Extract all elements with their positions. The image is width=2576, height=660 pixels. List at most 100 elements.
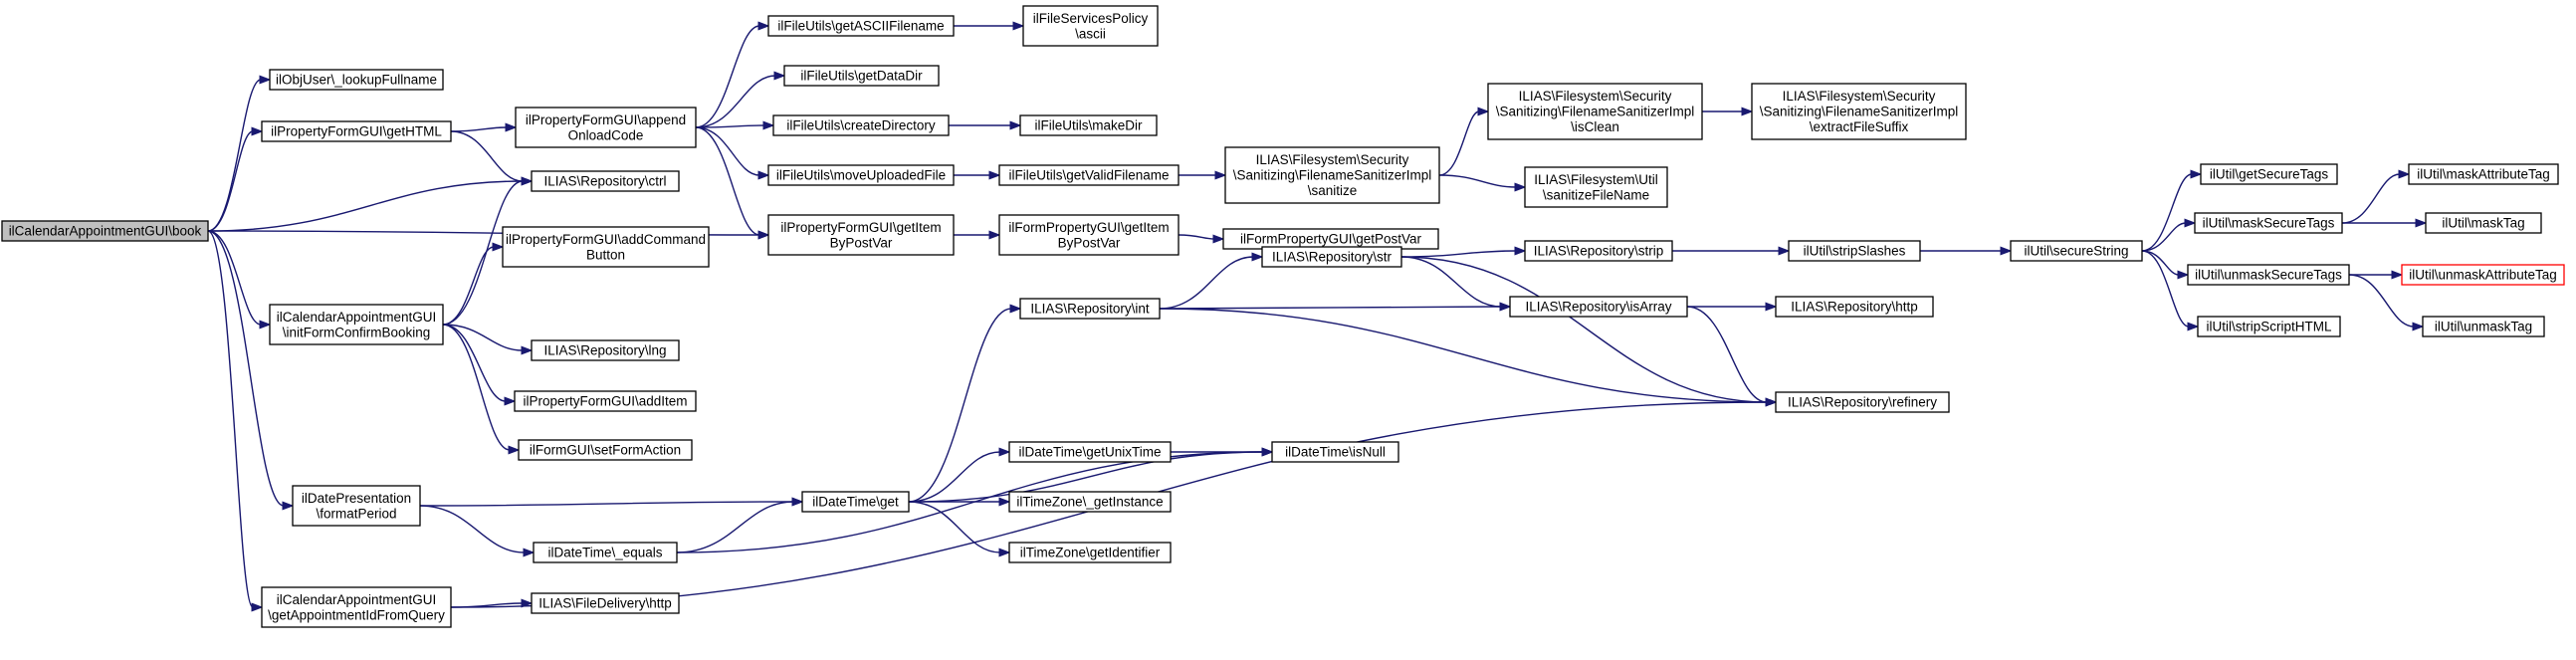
edge-line bbox=[442, 324, 507, 402]
node-ctrl[interactable]: ILIAS\Repository\ctrl bbox=[531, 170, 680, 192]
edge-secureString-to-getSecureTags bbox=[2141, 169, 2203, 252]
node-box bbox=[2425, 212, 2542, 234]
node-getSecureTags[interactable]: ilUtil\getSecureTags bbox=[2200, 163, 2338, 185]
node-getValidFilename[interactable]: ilFileUtils\getValidFilename bbox=[998, 164, 1180, 186]
edge-isArray-to-refinery bbox=[1686, 306, 1778, 407]
node-getPostVar[interactable]: ilFormPropertyGUI\getPostVar bbox=[1222, 228, 1439, 250]
node-getDataDir[interactable]: ilFileUtils\getDataDir bbox=[783, 65, 940, 87]
node-addItem[interactable]: ilPropertyFormGUI\addItem bbox=[514, 390, 697, 412]
node-dtEquals[interactable]: ilDateTime\_equals bbox=[533, 542, 678, 563]
node-repoStr[interactable]: ILIAS\Repository\str bbox=[1261, 246, 1402, 268]
node-maskAttributeTag[interactable]: ilUtil\maskAttributeTag bbox=[2408, 163, 2559, 185]
node-dtGet[interactable]: ilDateTime\get bbox=[801, 491, 910, 513]
node-label: ilDateTime\isNull bbox=[1285, 445, 1386, 460]
node-secureString[interactable]: ilUtil\secureString bbox=[2010, 240, 2143, 262]
node-label: ilFileServicesPolicy bbox=[1033, 11, 1149, 26]
node-lookupFullname[interactable]: ilObjUser\_lookupFullname bbox=[269, 69, 444, 91]
edge-arrowhead bbox=[757, 170, 770, 180]
node-isNull[interactable]: ilDateTime\isNull bbox=[1271, 441, 1399, 463]
nodes-layer: ilCalendarAppointmentGUI\book ilObjUser\_… bbox=[1, 5, 2565, 628]
edge-line bbox=[207, 230, 285, 507]
edge-appendOnload-to-getASCII bbox=[695, 21, 770, 128]
node-repoInt[interactable]: ILIAS\Repository\int bbox=[1019, 298, 1161, 320]
node-refinery[interactable]: ILIAS\Repository\refinery bbox=[1775, 391, 1950, 413]
node-formatPeriod[interactable]: ilDatePresentation\formatPeriod bbox=[292, 485, 421, 527]
node-lng[interactable]: ILIAS\Repository\lng bbox=[531, 339, 680, 361]
node-tzGetIdentifier[interactable]: ilTimeZone\getIdentifier bbox=[1008, 542, 1172, 563]
node-repoHttp[interactable]: ILIAS\Repository\http bbox=[1775, 296, 1934, 318]
node-isClean[interactable]: ILIAS\Filesystem\Security\Sanitizing\Fil… bbox=[1487, 83, 1703, 140]
node-maskTag[interactable]: ilUtil\maskTag bbox=[2425, 212, 2542, 234]
edge-appendOnload-to-getDataDir bbox=[695, 71, 786, 128]
node-isArray[interactable]: ILIAS\Repository\isArray bbox=[1509, 296, 1688, 318]
edge-line bbox=[908, 308, 1012, 503]
node-moveUploaded[interactable]: ilFileUtils\moveUploadedFile bbox=[767, 164, 955, 186]
edge-initForm-to-setFormAction bbox=[442, 324, 521, 455]
node-label: ILIAS\Filesystem\Util bbox=[1534, 172, 1658, 187]
edge-line bbox=[1400, 250, 1517, 258]
edge-arrowhead bbox=[791, 497, 804, 507]
node-label: ilUtil\unmaskTag bbox=[2435, 320, 2532, 334]
edge-line bbox=[695, 25, 760, 128]
node-stripSlashes[interactable]: ilUtil\stripSlashes bbox=[1788, 240, 1921, 262]
node-fdHttp[interactable]: ILIAS\FileDelivery\http bbox=[531, 592, 680, 614]
node-label: ilPropertyFormGUI\addItem bbox=[523, 394, 687, 409]
edge-book-to-lookupFullname bbox=[207, 75, 272, 232]
node-getASCII[interactable]: ilFileUtils\getASCIIFilename bbox=[767, 15, 955, 37]
node-unmaskSecureTags[interactable]: ilUtil\unmaskSecureTags bbox=[2187, 264, 2350, 286]
edge-line bbox=[207, 180, 524, 232]
node-repoStrip[interactable]: ILIAS\Repository\strip bbox=[1524, 240, 1673, 262]
node-sanitizeFileName[interactable]: ILIAS\Filesystem\Util\sanitizeFileName bbox=[1524, 166, 1668, 208]
node-box bbox=[801, 491, 910, 513]
node-box bbox=[514, 390, 697, 412]
node-label: ILIAS\Repository\int bbox=[1030, 302, 1150, 317]
node-label: ilDateTime\getUnixTime bbox=[1018, 445, 1161, 460]
edge-arrowhead bbox=[259, 75, 272, 85]
node-sanitize[interactable]: ILIAS\Filesystem\Security\Sanitizing\Fil… bbox=[1224, 146, 1440, 204]
node-tzGetInstance[interactable]: ilTimeZone\_getInstance bbox=[1008, 491, 1172, 513]
node-label: ilTimeZone\getIdentifier bbox=[1020, 546, 1161, 560]
node-stripScriptHTML[interactable]: ilUtil\stripScriptHTML bbox=[2197, 316, 2341, 337]
edge-arrowhead bbox=[773, 71, 786, 81]
node-getHTML[interactable]: ilPropertyFormGUI\getHTML bbox=[261, 120, 452, 142]
edge-line bbox=[908, 501, 1001, 553]
node-maskSecureTags[interactable]: ilUtil\maskSecureTags bbox=[2194, 212, 2343, 234]
edge-dtGet-to-repoInt bbox=[908, 304, 1022, 503]
edge-repoStr-to-isArray bbox=[1400, 256, 1512, 312]
node-book[interactable]: ilCalendarAppointmentGUI\book bbox=[1, 220, 209, 242]
edge-arrowhead bbox=[251, 602, 264, 612]
node-unmaskAttributeTag[interactable]: ilUtil\unmaskAttributeTag bbox=[2401, 264, 2565, 286]
edge-arrowhead bbox=[2398, 169, 2411, 179]
node-box bbox=[261, 120, 452, 142]
edge-formGetItem-to-getPostVar bbox=[1178, 234, 1225, 244]
edge-arrowhead bbox=[1741, 107, 1754, 116]
edge-line bbox=[1159, 308, 1768, 403]
node-getUnixTime[interactable]: ilDateTime\getUnixTime bbox=[1008, 441, 1172, 463]
node-makeDir[interactable]: ilFileUtils\makeDir bbox=[1019, 114, 1158, 136]
node-fspAscii[interactable]: ilFileServicesPolicy\ascii bbox=[1022, 5, 1159, 47]
edge-arrowhead bbox=[1212, 234, 1225, 244]
node-createDir[interactable]: ilFileUtils\createDirectory bbox=[772, 114, 950, 136]
node-box bbox=[2194, 212, 2343, 234]
edge-line bbox=[908, 451, 1264, 503]
node-initForm[interactable]: ilCalendarAppointmentGUI\initFormConfirm… bbox=[269, 304, 444, 345]
node-extractFileSuffix[interactable]: ILIAS\Filesystem\Security\Sanitizing\Fil… bbox=[1751, 83, 1967, 140]
node-label: ilFileUtils\createDirectory bbox=[786, 118, 936, 133]
node-getApptId[interactable]: ilCalendarAppointmentGUI\getAppointmentI… bbox=[261, 586, 452, 628]
node-box bbox=[261, 586, 452, 628]
node-box bbox=[1524, 166, 1668, 208]
node-setFormAction[interactable]: ilFormGUI\setFormAction bbox=[518, 439, 693, 461]
node-label: ByPostVar bbox=[1058, 235, 1121, 250]
edge-line bbox=[1438, 174, 1517, 188]
edge-getItemByPostVar-to-formGetItem bbox=[954, 230, 1001, 240]
node-box bbox=[2187, 264, 2350, 286]
edge-arrowhead bbox=[1765, 397, 1778, 407]
edge-line bbox=[442, 246, 495, 326]
edge-getUnixTime-to-isNull bbox=[1170, 447, 1274, 457]
node-unmaskTag[interactable]: ilUtil\unmaskTag bbox=[2422, 316, 2545, 337]
node-box bbox=[767, 164, 955, 186]
